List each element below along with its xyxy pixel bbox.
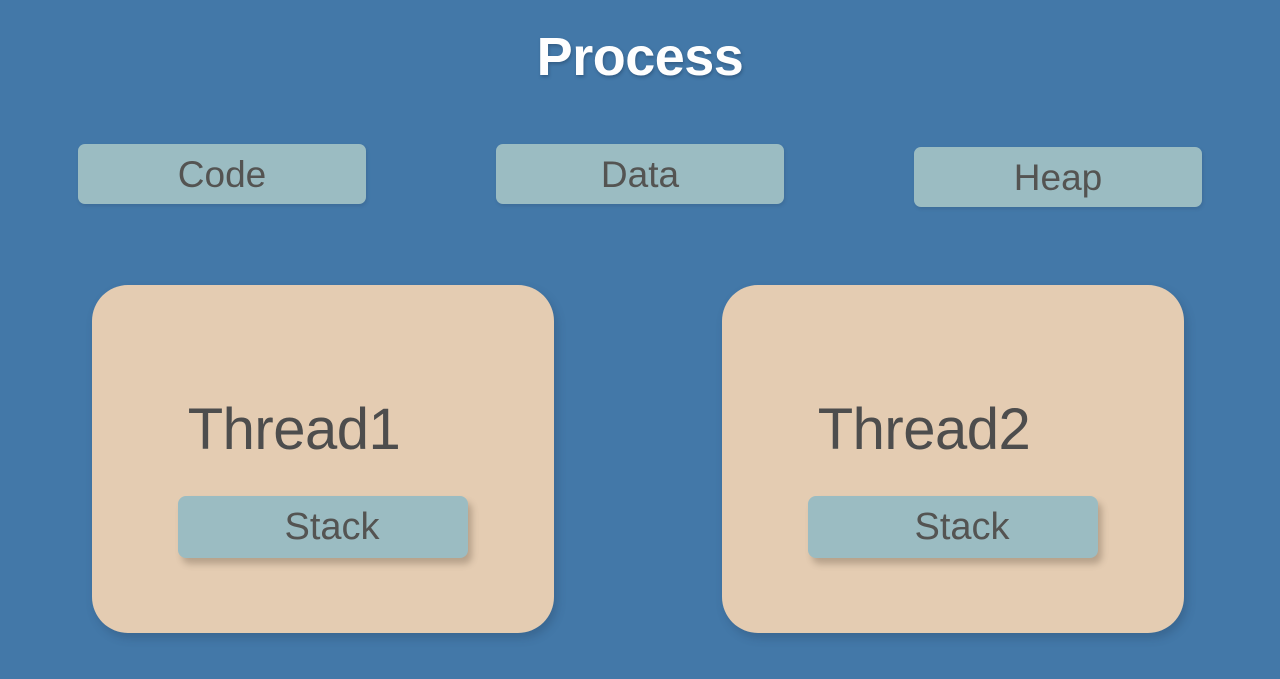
memory-segment-data: Data	[496, 144, 784, 204]
thread-card-1: Thread1 Stack	[92, 285, 554, 633]
thread-card-1-label: Thread1	[187, 397, 401, 462]
memory-segment-heap: Heap	[914, 147, 1202, 207]
page-title: Process	[536, 27, 744, 87]
thread-card-1-stack-label: Stack	[284, 506, 380, 548]
thread-card-2-stack: Stack	[808, 496, 1098, 558]
memory-segment-heap-label: Heap	[1013, 156, 1103, 198]
memory-segment-code: Code	[78, 144, 366, 204]
memory-segment-data-label: Data	[600, 153, 680, 195]
memory-segment-code-label: Code	[177, 153, 267, 195]
thread-card-2: Thread2 Stack	[722, 285, 1184, 633]
thread-card-2-stack-label: Stack	[914, 506, 1010, 548]
thread-card-1-stack: Stack	[178, 496, 468, 558]
thread-card-2-label: Thread2	[817, 397, 1031, 462]
